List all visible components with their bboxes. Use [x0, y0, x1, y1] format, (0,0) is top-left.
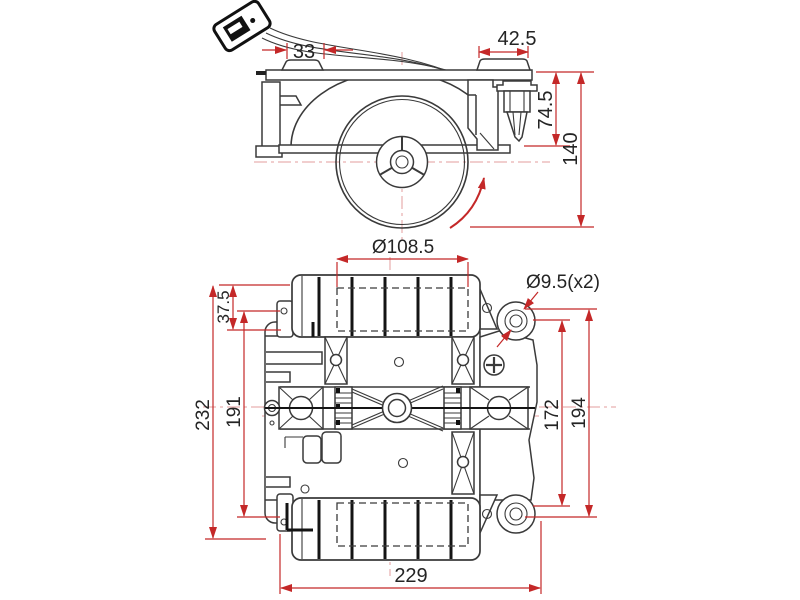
connector-plug [212, 0, 272, 53]
housing-bottom [291, 497, 481, 561]
left-edge-slots [266, 351, 323, 488]
dim-label-74-5: 74.5 [535, 91, 557, 130]
rotation-arrow [449, 177, 486, 229]
motor-dome [290, 71, 498, 148]
housing-top [291, 274, 481, 338]
dimension-191: 191 [224, 310, 280, 518]
dimension-37-5: 37.5 [214, 284, 290, 331]
dimension-33: 33 [262, 41, 353, 63]
right-bracket [467, 79, 499, 151]
left-boss [280, 59, 325, 71]
hub-spokes [379, 136, 425, 176]
dimension-42-5: 42.5 [478, 28, 537, 58]
elevation-view: 33 42.5 74.5 140 [212, 0, 594, 244]
dim-label-42-5: 42.5 [498, 28, 537, 50]
mounting-ear-bottom [496, 494, 536, 534]
housing-ribs [317, 277, 453, 336]
dim-label-9-5: Ø9.5(x2) [526, 272, 600, 293]
small-hole [300, 484, 310, 494]
mount-hole-top [509, 314, 523, 328]
housing-ribs [317, 500, 453, 559]
plate-tab [256, 71, 266, 75]
small-hole [393, 356, 405, 368]
small-hole [397, 457, 409, 469]
dim-label-232: 232 [193, 399, 214, 431]
dim-label-37-5: 37.5 [214, 290, 233, 323]
dim-label-229: 229 [394, 565, 427, 587]
top-plate [256, 58, 533, 81]
dimension-172: 172 [533, 319, 570, 507]
dimension-229: 229 [279, 521, 542, 594]
x-brace-upper-right [451, 336, 475, 385]
plan-view: Ø108.5 Ø9.5(x2) 37.5 232 191 [193, 237, 616, 594]
hatch-line [479, 132, 495, 150]
mount-hole-bottom [509, 507, 523, 521]
x-brace-upper-left [324, 336, 348, 385]
mounting-ear-top [496, 301, 536, 341]
dim-label-191: 191 [224, 396, 245, 428]
dimension-232: 232 [193, 285, 266, 540]
dimension-9-5: Ø9.5(x2) [496, 272, 600, 348]
dim-label-172: 172 [542, 399, 563, 431]
lower-left-boxes [284, 431, 342, 464]
left-tab-bottom [276, 493, 294, 532]
dim-label-108-5: Ø108.5 [372, 237, 434, 258]
dim-label-140: 140 [560, 132, 582, 165]
push-clip [496, 80, 538, 143]
blower-wheel [335, 95, 469, 229]
dim-label-33: 33 [293, 41, 315, 63]
dimension-140: 140 [470, 72, 594, 228]
x-brace-lower-right [451, 431, 475, 495]
left-tab-top [276, 300, 294, 338]
dimension-194: 194 [525, 308, 597, 518]
motor-cradle-band [263, 385, 535, 432]
dim-label-194: 194 [569, 397, 590, 429]
shaft-hub [381, 392, 413, 424]
dimension-74-5: 74.5 [524, 71, 594, 147]
corner-marks [285, 322, 315, 532]
resistor-boss [475, 58, 532, 71]
dimension-108-5: Ø108.5 [336, 237, 469, 287]
wire-harness [261, 27, 461, 77]
